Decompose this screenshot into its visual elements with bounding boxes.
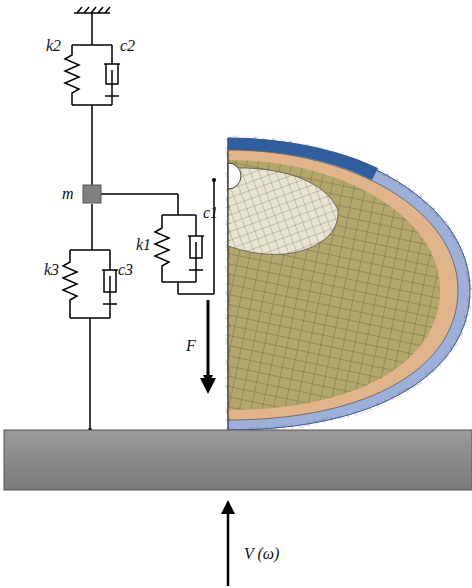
spring-label: k3 [44, 262, 59, 278]
spring-label: k2 [46, 38, 61, 54]
velocity-label: V (ω) [244, 546, 279, 562]
mass-label: m [62, 186, 74, 202]
force-label: F [186, 338, 196, 354]
damper-label: c2 [120, 38, 135, 54]
damper-label: c3 [118, 262, 133, 278]
damper-label: c1 [203, 205, 218, 221]
spring-label: k1 [136, 237, 151, 253]
